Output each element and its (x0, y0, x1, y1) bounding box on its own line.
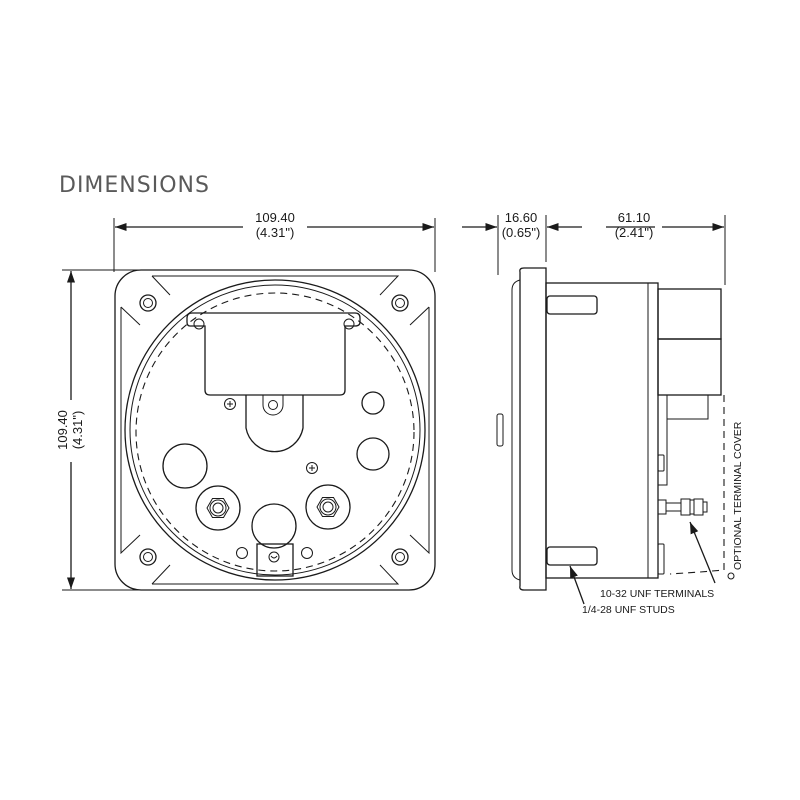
terminal-stud (657, 498, 708, 516)
corner-flanges (120, 275, 430, 585)
stud-top (546, 295, 598, 315)
height-in: (4.31") (70, 411, 85, 450)
screw-icon (224, 398, 236, 410)
rear-plate (186, 312, 361, 396)
bezel-depth-dimension: 16.60 (0.65") (462, 210, 582, 240)
bottom-tab (256, 543, 294, 577)
height-dimension: 109.40 (4.31") (55, 271, 85, 589)
studs-callout: 1/4-28 UNF STUDS (582, 604, 675, 616)
terminals-leader (689, 521, 716, 584)
case-body (545, 282, 659, 579)
terminal-block-upper (657, 288, 722, 340)
bezel-depth-in: (0.65") (502, 225, 541, 240)
width-dimension: 109.40 (4.31") (115, 210, 434, 240)
screw-icon (306, 462, 318, 474)
page-title: DIMENSIONS (59, 173, 210, 198)
studs-leader (569, 565, 585, 605)
body-depth-dimension: 61.10 (2.41") (606, 210, 724, 240)
hole-right (356, 437, 390, 471)
case-inner-circle (129, 284, 421, 576)
large-hole-left (162, 443, 208, 489)
mounting-holes (139, 294, 409, 566)
terminal-block-lower (657, 338, 722, 396)
center-tab (245, 395, 304, 453)
width-mm: 109.40 (255, 210, 295, 225)
small-hole-right (361, 391, 385, 415)
case-outer-circle (124, 279, 426, 581)
side-view: 16.60 (0.65") 61.10 (2.41") (462, 210, 744, 616)
bezel-depth-mm: 16.60 (505, 210, 538, 225)
panel-cutout-circle (135, 292, 415, 572)
terminals-callout: 10-32 UNF TERMINALS (600, 588, 714, 600)
screw-icon (268, 551, 280, 563)
width-in: (4.31") (256, 225, 295, 240)
body-depth-in: (2.41") (615, 225, 654, 240)
optional-cover-outline (669, 395, 725, 575)
terminal-right (305, 484, 351, 530)
body-depth-mm: 61.10 (618, 210, 651, 225)
bezel-outline (114, 269, 436, 591)
height-mm: 109.40 (55, 410, 70, 450)
front-view: 109.40 (4.31") 109.40 (4.31") (55, 210, 436, 591)
bezel-profile (519, 267, 547, 591)
terminal-left (195, 485, 241, 531)
bottom-hole (251, 503, 297, 549)
cover-callout: OPTIONAL TERMINAL COVER (732, 421, 744, 570)
stud-bottom (546, 546, 598, 566)
